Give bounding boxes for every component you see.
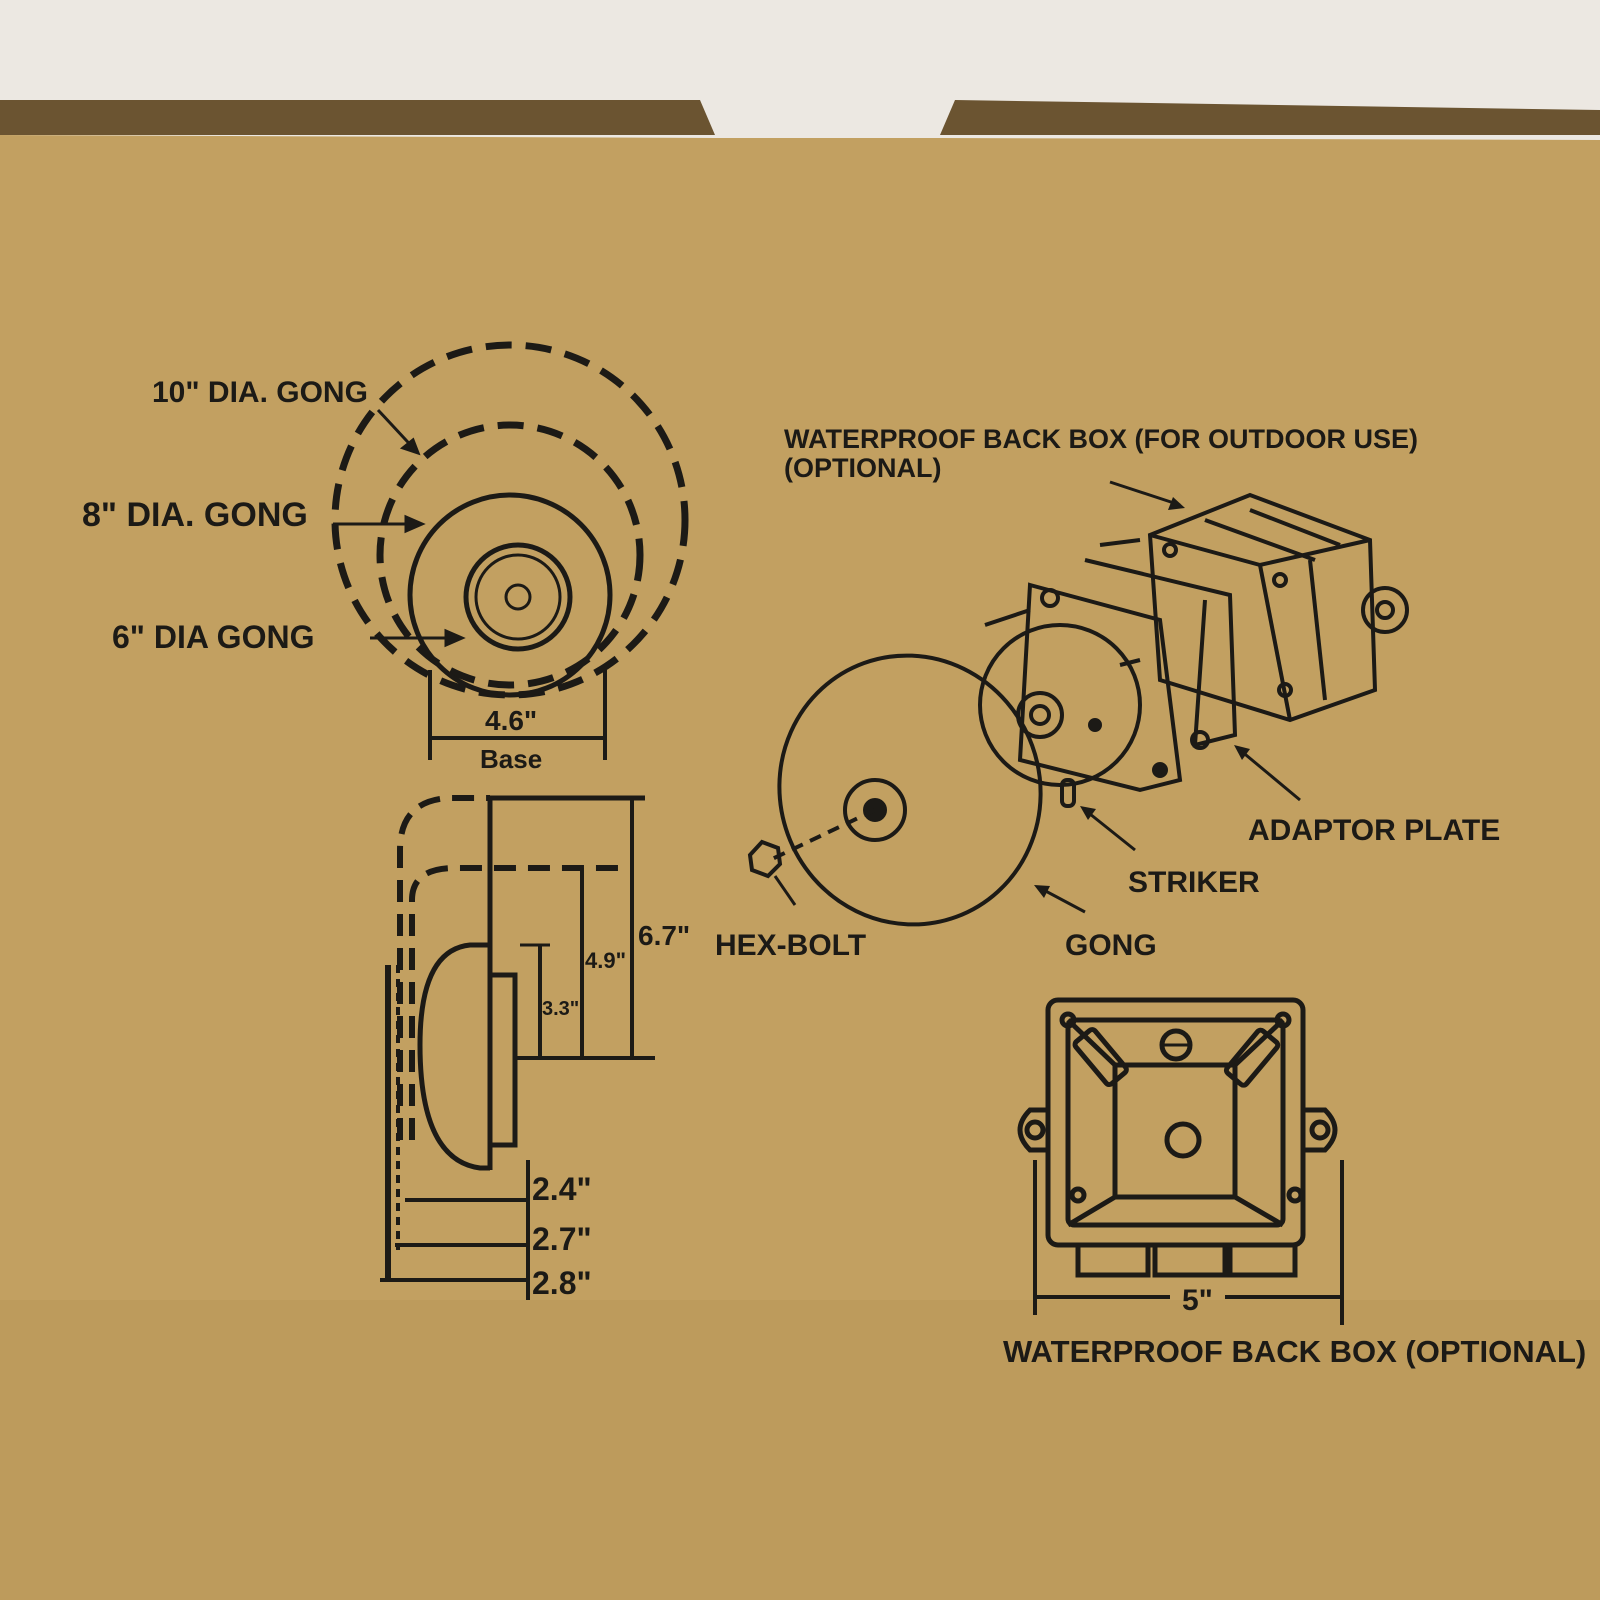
mount-tab-left xyxy=(1017,1107,1048,1153)
hex-bolt-label: HEX-BOLT xyxy=(715,929,866,962)
backbox-boss-left xyxy=(1072,1027,1129,1088)
gong-6-outline xyxy=(407,492,613,698)
profile-8 xyxy=(409,865,620,1140)
backbox-divider xyxy=(1308,559,1327,701)
backbox-iso xyxy=(1147,492,1378,723)
height-3-3-label: 3.3" xyxy=(542,998,579,1020)
corner-hole-br xyxy=(1286,1186,1304,1204)
cardboard-shade xyxy=(0,1300,1600,1600)
adaptor-plate xyxy=(1017,582,1183,793)
leader-striker xyxy=(1084,808,1136,852)
box-lid-edge xyxy=(0,100,1600,135)
gong-10-outline xyxy=(331,341,689,699)
profile-10 xyxy=(397,795,490,1140)
height-4-9-label: 4.9" xyxy=(585,948,626,973)
backbox-width-label: 5" xyxy=(1182,1284,1213,1317)
backbox-inner-frame xyxy=(1065,1017,1286,1228)
striker-label: STRIKER xyxy=(1128,866,1260,899)
conduit-foot-center xyxy=(1152,1242,1228,1278)
leader-adaptor xyxy=(1239,748,1301,802)
adaptor-hole-1 xyxy=(1040,588,1060,608)
conduit-foot-left xyxy=(1075,1242,1151,1278)
depth-2-8-label: 2.8" xyxy=(532,1265,592,1301)
striker-ring-inner xyxy=(474,553,562,641)
backbox-tab-outer xyxy=(1361,586,1409,634)
hex-bolt-head xyxy=(747,839,783,879)
gong-6-label: 6" DIA GONG xyxy=(112,619,314,655)
leader-gong xyxy=(1039,886,1086,914)
base-width-label: 4.6" xyxy=(485,705,537,736)
backbox-cavity xyxy=(1112,1062,1238,1200)
backbox-boss-right xyxy=(1223,1027,1281,1088)
depth-2-4-label: 2.4" xyxy=(532,1171,592,1207)
height-6-7-label: 6.7" xyxy=(638,920,690,951)
gong-8-label: 8" DIA. GONG xyxy=(82,496,308,534)
backbox-hole-c xyxy=(1277,682,1293,698)
front-view xyxy=(331,341,689,760)
bell-hub-inner xyxy=(1029,704,1051,726)
backbox-front-view xyxy=(1017,997,1344,1325)
backbox-rib-2 xyxy=(1249,508,1341,547)
backbox-rib-1 xyxy=(1204,518,1316,562)
bell-hub-outer xyxy=(1016,691,1064,739)
backbox-hole-a xyxy=(1162,542,1178,558)
leader-hex-bolt xyxy=(773,875,797,906)
mount-tab-right xyxy=(1303,1107,1338,1153)
depth-2-7-label: 2.7" xyxy=(532,1221,592,1257)
backbox-ground-screw xyxy=(1159,1028,1193,1062)
gong-10-label: 10" DIA. GONG xyxy=(152,376,368,409)
backbox-title-label: WATERPROOF BACK BOX (FOR OUTDOOR USE) xyxy=(784,424,1418,454)
adaptor-plate-label: ADAPTOR PLATE xyxy=(1248,814,1500,847)
bell-screw xyxy=(1088,718,1102,732)
gong-8-outline xyxy=(376,421,644,689)
screw-2 xyxy=(1099,538,1141,547)
conduit-foot-right xyxy=(1227,1242,1298,1278)
leader-arrows xyxy=(333,408,466,648)
adaptor-gasket xyxy=(1084,558,1238,748)
corner-hole-tr xyxy=(1274,1011,1292,1029)
gong-center-outer xyxy=(843,778,907,842)
side-view xyxy=(380,795,655,1300)
screw-3 xyxy=(1119,658,1141,667)
backbox-caption: WATERPROOF BACK BOX (OPTIONAL) xyxy=(1003,1334,1586,1369)
corner-hole-tl xyxy=(1059,1011,1077,1029)
housing-profile xyxy=(417,942,490,1171)
gong-label: GONG xyxy=(1065,929,1157,962)
base-label: Base xyxy=(480,744,542,774)
screw-1 xyxy=(984,608,1031,627)
exploded-view xyxy=(747,480,1409,927)
backbox-optional-label: (OPTIONAL) xyxy=(784,453,941,483)
leader-backbox xyxy=(1109,480,1181,507)
backbox-tab-inner xyxy=(1375,600,1395,620)
center-hole xyxy=(504,583,532,611)
corner-hole-bl xyxy=(1069,1186,1087,1204)
adaptor-hole-3 xyxy=(1152,762,1168,778)
striker-ring-outer xyxy=(463,542,573,652)
gong-disc xyxy=(777,653,1043,927)
striker-part xyxy=(1060,778,1076,808)
adaptor-hole-2 xyxy=(1190,730,1210,750)
backbox-knockout xyxy=(1164,1121,1202,1159)
backbox-hole-b xyxy=(1272,572,1288,588)
